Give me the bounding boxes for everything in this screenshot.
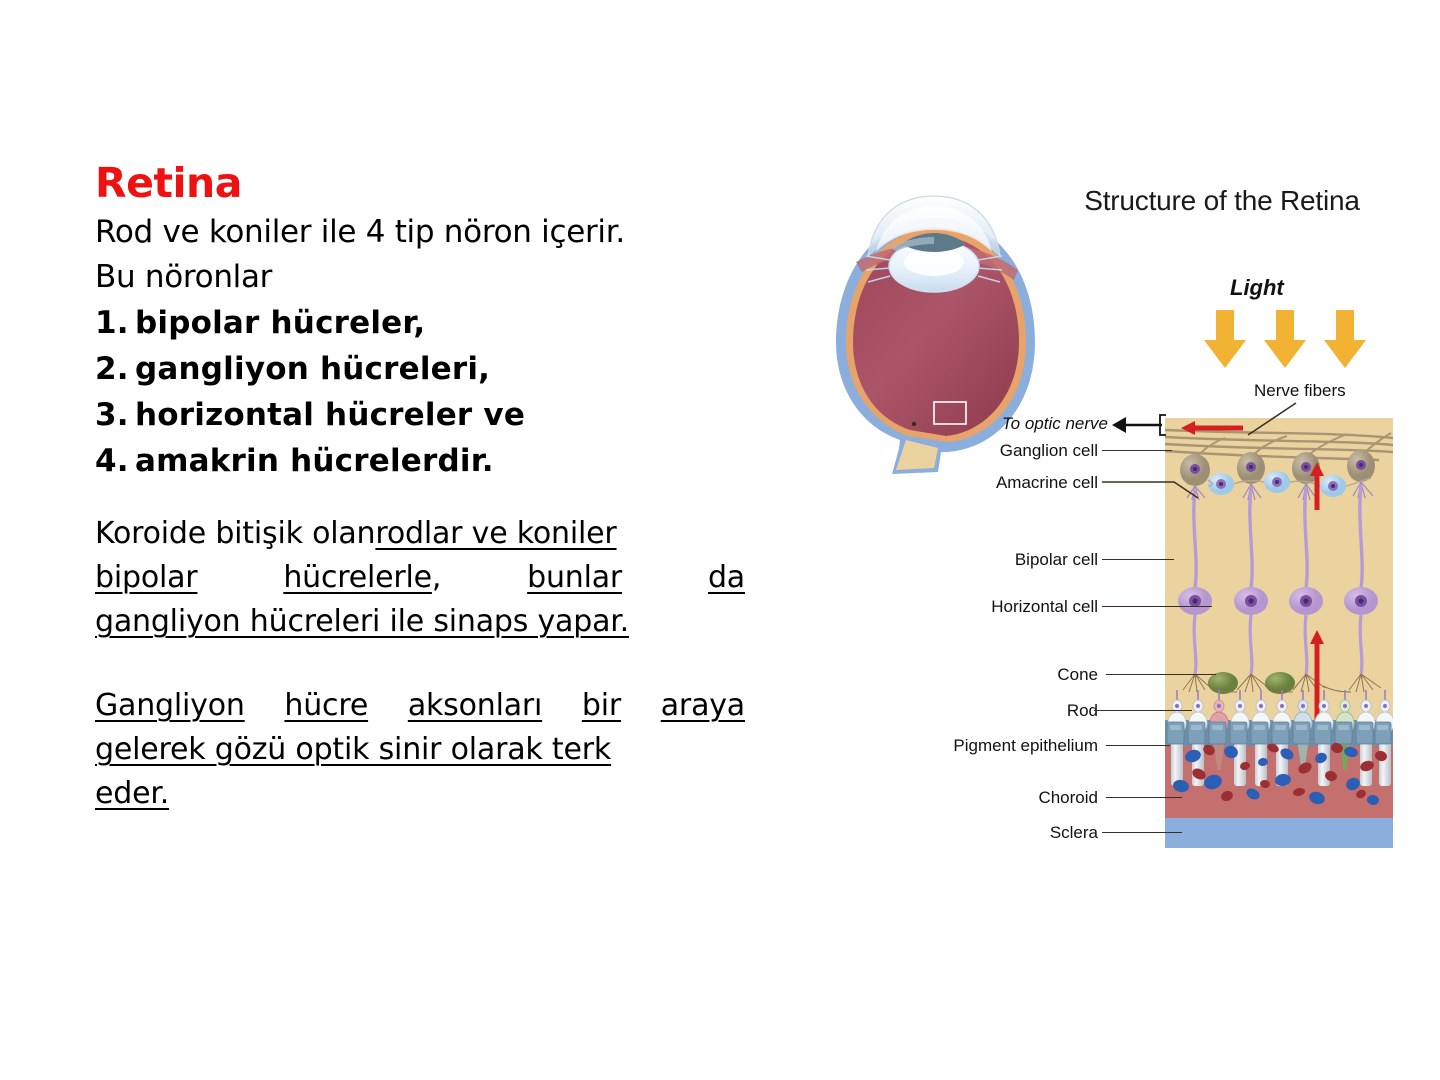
list-item-4-label: amakrin hücrelerdir. (135, 443, 494, 479)
p2-l1-e: araya (660, 688, 745, 723)
page-title: Retina (95, 159, 242, 207)
paragraph-2-line-1: Gangliyon hücre aksonları bir araya (95, 684, 745, 728)
list-item-3-label: horizontal hücreler ve (135, 397, 526, 433)
list-item-1-label: bipolar hücreler, (135, 305, 426, 341)
leader-nerve-fibers (1247, 402, 1297, 436)
eye-anatomy-illustration (836, 195, 1035, 474)
paragraph-2: Gangliyon hücre aksonları bir araya gele… (95, 684, 745, 816)
intro-line-1: Rod ve koniler ile 4 tip nöron içerir. (95, 214, 625, 250)
p2-l1-c: aksonları (407, 688, 543, 723)
paragraph-1-line-3: gangliyon hücreleri ile sinaps yapar. (95, 600, 745, 644)
text-column: Retina Rod ve koniler ile 4 tip nöron iç… (95, 160, 745, 816)
p1-l1-underlined: rodlar ve koniler (375, 516, 617, 551)
label-choroid: Choroid (1038, 788, 1098, 807)
leader-sclera (1102, 832, 1182, 833)
p2-l1-a: Gangliyon (95, 688, 245, 723)
signal-arrow-mid (1310, 462, 1324, 510)
paragraph-gap-2 (95, 644, 745, 684)
figure-title: Structure of the Retina (1084, 185, 1360, 216)
p1-l2-a: bipolar (95, 560, 198, 595)
label-horizontal-cell: Horizontal cell (991, 597, 1098, 616)
leader-cone (1106, 674, 1216, 675)
leader-ganglion-cell (1102, 450, 1172, 451)
paragraph-1-line-2: bipolar hücrelerle, bunlar da (95, 556, 745, 600)
p1-l2-b-wrap: hücrelerle, (283, 556, 441, 600)
paragraph-2-line-3: eder. (95, 772, 745, 816)
light-arrows-icon (1204, 310, 1366, 368)
retina-layer-stack (1165, 418, 1393, 848)
to-optic-nerve-arrow-icon (1112, 414, 1166, 436)
list-item-2: 2.gangliyon hücreleri, (95, 346, 745, 392)
leader-horizontal-cell (1102, 606, 1212, 607)
p2-l3: eder. (95, 776, 170, 811)
light-label: Light (1230, 275, 1284, 300)
paragraph-2-line-2: gelerek gözü optik sinir olarak terk (95, 728, 745, 772)
label-bipolar-cell: Bipolar cell (1014, 550, 1098, 569)
label-ganglion-cell: Ganglion cell (999, 441, 1098, 460)
list-item-2-label: gangliyon hücreleri, (135, 351, 491, 387)
p1-l2-b: hücrelerle (283, 560, 432, 595)
leader-bipolar-cell (1102, 559, 1174, 560)
p1-l2-c: bunlar (527, 560, 623, 595)
p1-l2-d: da (707, 560, 745, 595)
signal-arrow-outer (1310, 630, 1324, 720)
p2-l1-b: hücre (284, 688, 369, 723)
layer-sclera (1165, 818, 1393, 848)
list-item-1: 1.bipolar hücreler, (95, 300, 745, 346)
label-rod: Rod (1066, 701, 1098, 720)
label-sclera: Sclera (1049, 823, 1098, 842)
label-pigment-epithelium: Pigment epithelium (953, 736, 1098, 755)
leader-amacrine-cell (1102, 481, 1199, 499)
retina-figure: Structure of the Retina Light (810, 185, 1410, 865)
leader-rod (1094, 710, 1192, 711)
list-item-4: 4.amakrin hücrelerdir. (95, 438, 745, 484)
paragraph-gap-1 (95, 484, 745, 512)
label-nerve-fibers: Nerve fibers (1254, 381, 1346, 400)
p1-l3: gangliyon hücreleri ile sinaps yapar. (95, 604, 629, 639)
label-amacrine-cell: Amacrine cell (995, 473, 1098, 492)
list-item-2-number: 2. (95, 351, 129, 387)
intro-line-2: Bu nöronlar (95, 259, 273, 295)
p1-l1-plain: Koroide bitişik olan (95, 516, 376, 551)
p2-l1-d: bir (581, 688, 622, 723)
list-item-4-number: 4. (95, 443, 129, 479)
p1-l2-comma: , (431, 560, 442, 595)
paragraph-1: Koroide bitişik olan rodlar ve koniler b… (95, 512, 745, 644)
label-to-optic-nerve: To optic nerve (1001, 414, 1108, 433)
p2-l2: gelerek gözü optik sinir olarak terk (95, 732, 612, 767)
signal-arrow-nerve (1181, 421, 1243, 435)
retina-cells-illustration (1165, 421, 1393, 806)
label-cone: Cone (1057, 665, 1098, 684)
list-item-3: 3.horizontal hücreler ve (95, 392, 745, 438)
list-item-3-number: 3. (95, 397, 129, 433)
leader-pigment-epithelium (1106, 745, 1170, 746)
paragraph-1-line-1: Koroide bitişik olan rodlar ve koniler (95, 512, 745, 556)
list-item-1-number: 1. (95, 305, 129, 341)
leader-choroid (1106, 797, 1182, 798)
